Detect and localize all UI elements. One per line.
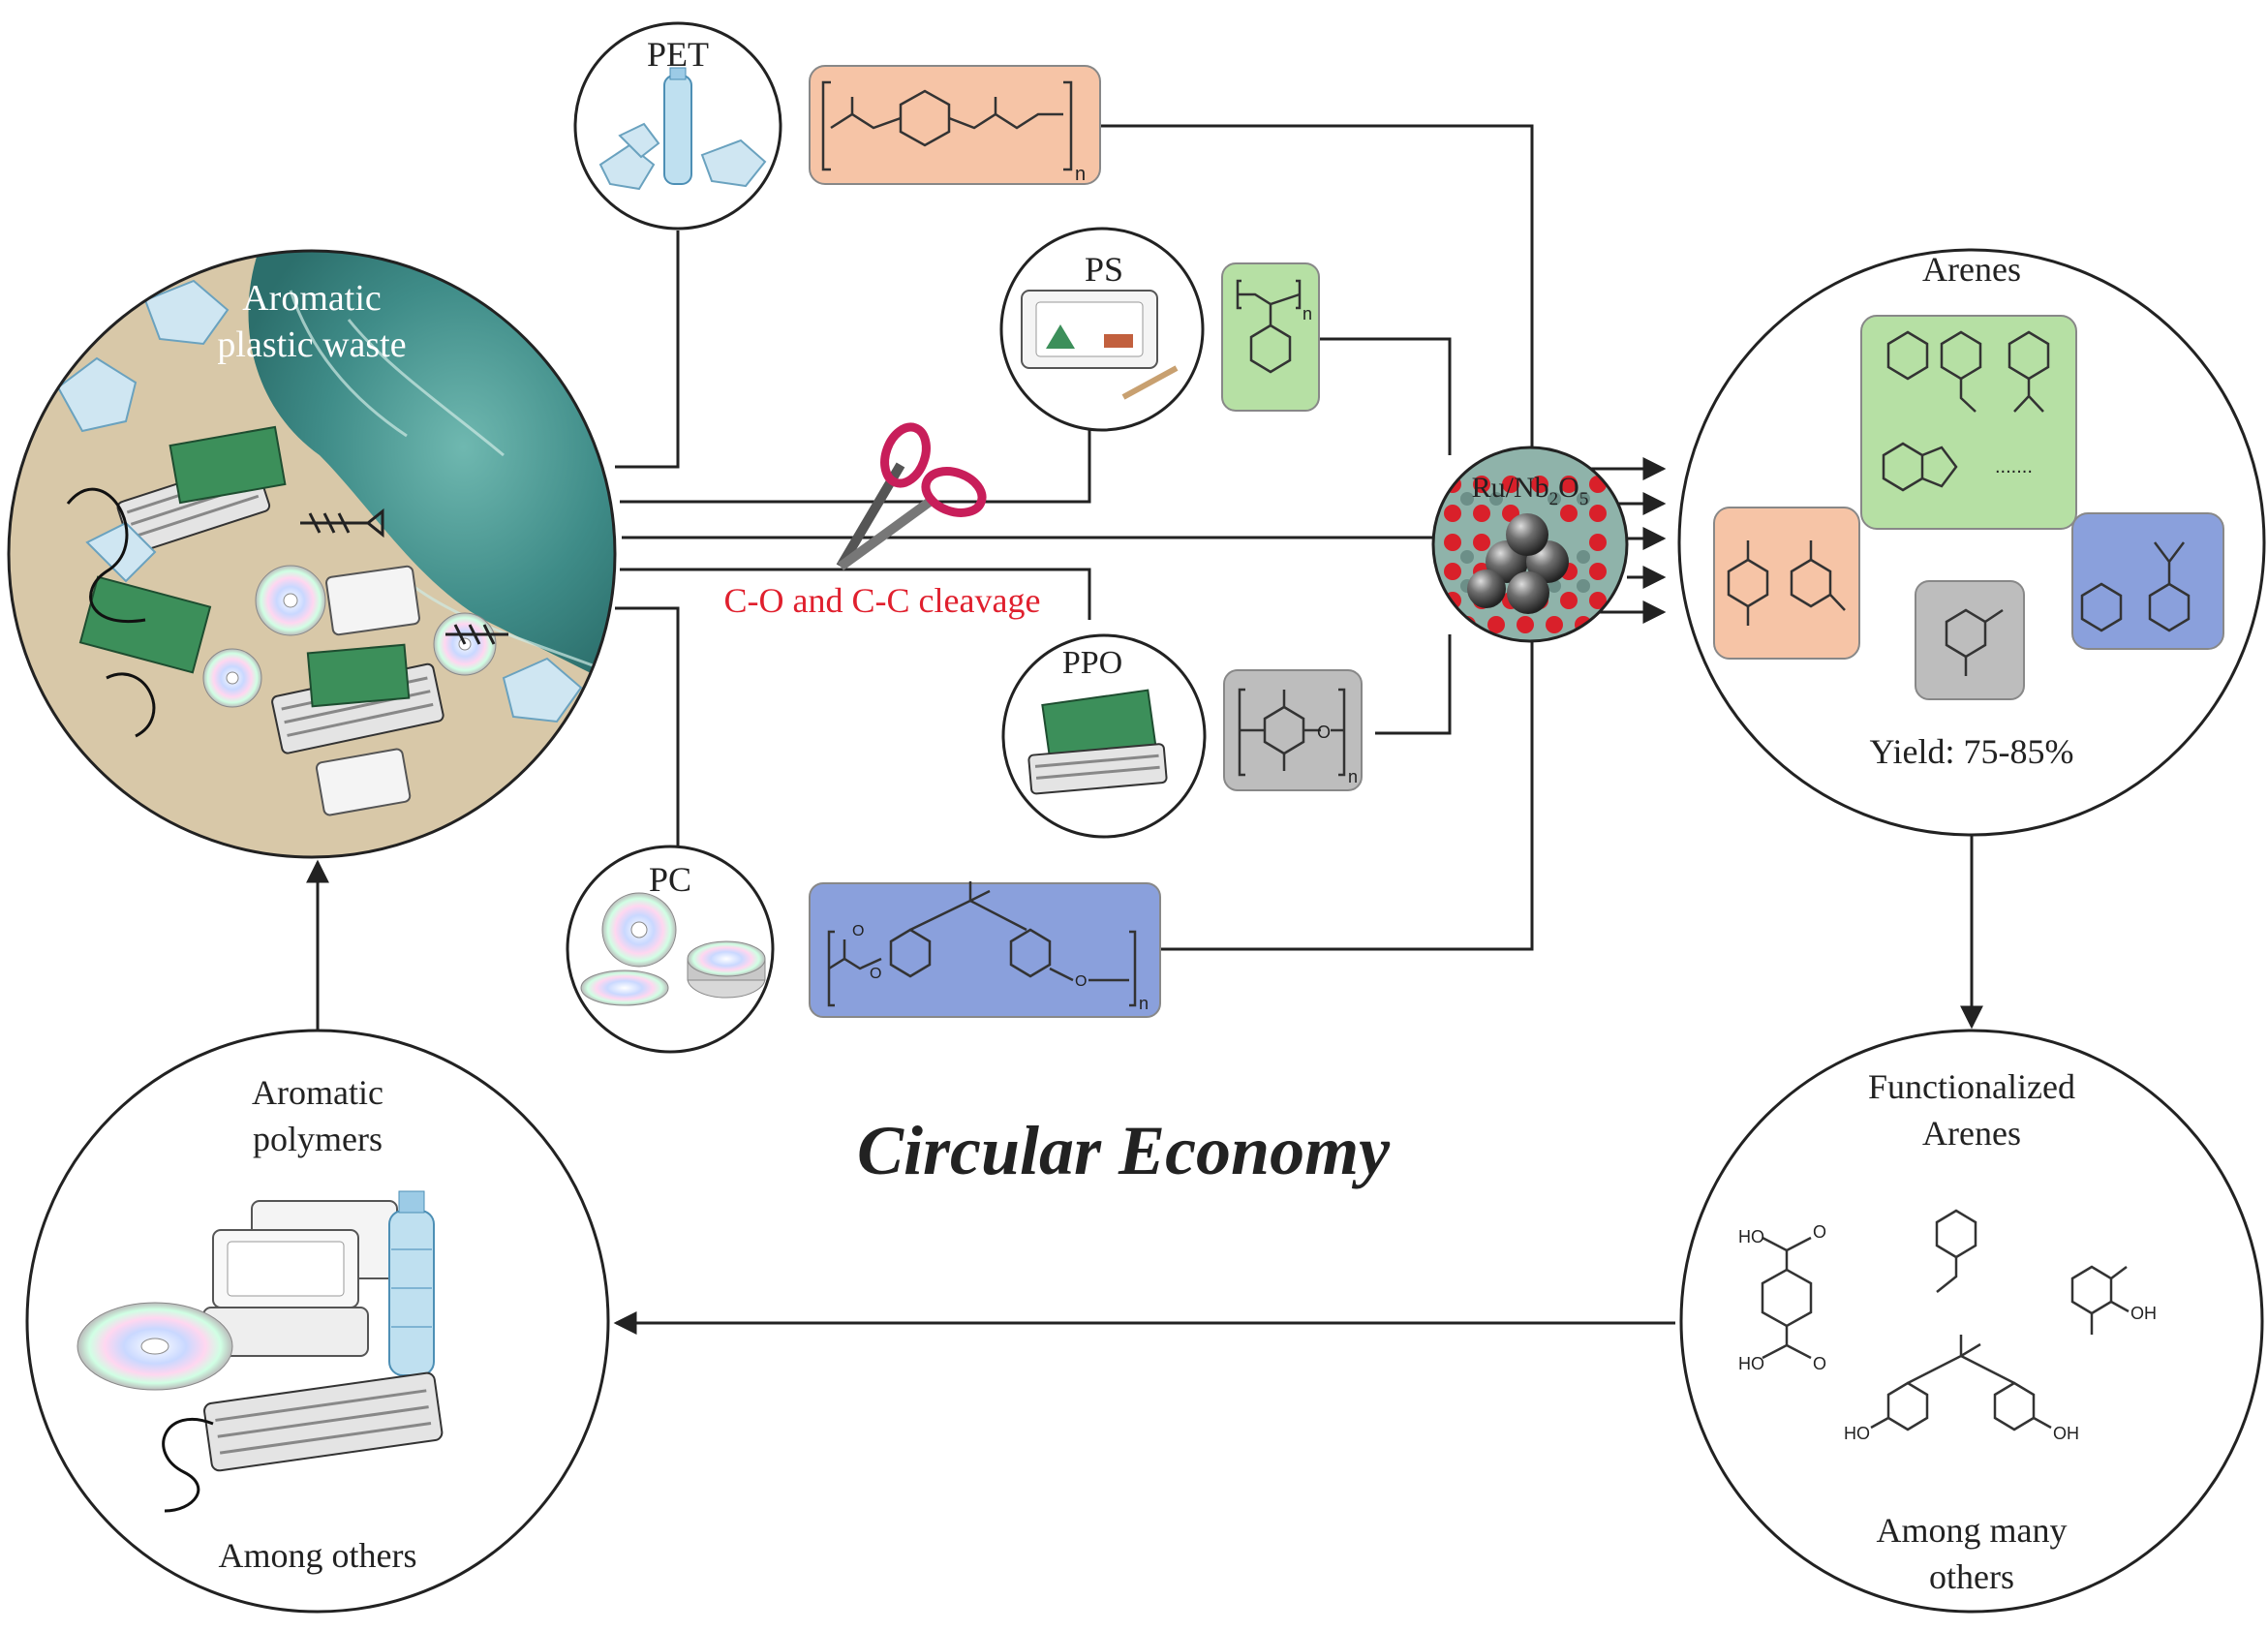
- pet-to-catalyst-line: [1099, 124, 1534, 447]
- food-container-icon: [202, 1200, 398, 1357]
- cable-icon: [162, 1417, 214, 1513]
- food-container-icon: [315, 748, 412, 816]
- cd-icon: [580, 969, 669, 1006]
- pet-label: PET: [647, 35, 709, 74]
- catalyst-lattice: [1444, 476, 1607, 633]
- catalyst-node: Ru/Nb2O5: [1431, 446, 1629, 643]
- catalyst-label: Ru/Nb2O5: [1472, 472, 1589, 509]
- functionalized-title-line2: Arenes: [1922, 1114, 2021, 1153]
- ps-structure-box: n: [1221, 262, 1320, 412]
- tpa-o-bottom: O: [1813, 1354, 1826, 1373]
- arenes-orange-box: [1713, 507, 1860, 660]
- waste-label-line1: Aromatic: [242, 278, 382, 319]
- ppo-repeat-n: n: [1348, 767, 1358, 786]
- catalyst-label-ru: Ru/Nb: [1472, 472, 1549, 504]
- functionalized-arenes-node: Functionalized Arenes HO O HO O OH HO OH…: [1679, 1029, 2264, 1614]
- tpa-ho-bottom: HO: [1738, 1354, 1764, 1373]
- ppo-label: PPO: [1062, 645, 1122, 681]
- aromatic-polymers-title-line1: Aromatic: [252, 1073, 383, 1112]
- waste-label-line2: plastic waste: [217, 324, 406, 365]
- arenes-blue-box: [2071, 512, 2224, 650]
- aromatic-polymers-title-line2: polymers: [253, 1120, 383, 1158]
- fish-skeleton-icon: [445, 624, 508, 645]
- tpa-o-top: O: [1813, 1222, 1826, 1242]
- arenes-ellipsis: .......: [1995, 456, 2033, 477]
- pc-label: PC: [649, 860, 691, 899]
- arenes-green-box: [1860, 315, 2077, 530]
- pet-to-waste-line: [615, 231, 680, 469]
- ps-label: PS: [1085, 250, 1123, 289]
- catalyst-label-sub1: 2: [1549, 489, 1559, 509]
- functionalized-footer-line1: Among many: [1877, 1511, 2068, 1550]
- functionalized-footer-line2: others: [1929, 1557, 2014, 1596]
- ppo-to-catalyst-line: [1375, 634, 1452, 735]
- arenes-orange-structures: [1727, 540, 1846, 626]
- arenes-blue-structures: [2080, 541, 2191, 632]
- bpa-oh: OH: [2053, 1424, 2079, 1443]
- tpa-ho-top: HO: [1738, 1227, 1764, 1246]
- pet-node: PET: [573, 21, 782, 231]
- ps-to-catalyst-line: [1319, 337, 1452, 455]
- arenes-gray-structure: [1945, 608, 2004, 676]
- water-bottle-icon: [388, 1190, 435, 1376]
- pc-o-atom-2: O: [870, 966, 881, 982]
- fish-skeleton-icon: [300, 508, 384, 539]
- arenes-gray-box: [1915, 580, 2025, 700]
- waste-circle: Aromatic plastic waste: [7, 249, 617, 859]
- bpa-ho: HO: [1844, 1424, 1870, 1443]
- pc-o-atom-1: O: [852, 923, 864, 939]
- circuit-board-icon: [306, 643, 411, 708]
- dmp-oh: OH: [2130, 1304, 2157, 1323]
- pc-structure-box: O O O n: [809, 881, 1161, 1018]
- arenes-yield: Yield: 75-85%: [1870, 732, 2074, 771]
- ppo-from-waste-line: [620, 568, 1091, 620]
- functionalized-structures: [1761, 1209, 2130, 1431]
- ppo-node: PPO: [1001, 633, 1207, 839]
- center-title: Circular Economy: [857, 1112, 1391, 1189]
- circuit-board-icon: [169, 425, 287, 505]
- arenes-title: Arenes: [1922, 250, 2021, 289]
- food-container-icon: [1021, 290, 1158, 369]
- aromatic-polymers-footer: Among others: [219, 1536, 417, 1575]
- keyboard-icon: [1027, 743, 1168, 795]
- pc-node: PC: [566, 845, 775, 1054]
- ps-to-waste-line: [620, 407, 1091, 504]
- circuit-board-icon: [78, 575, 212, 674]
- pet-color-box: [809, 65, 1101, 185]
- cleavage-label: C-O and C-C cleavage: [724, 581, 1041, 620]
- keyboard-icon: [203, 1371, 444, 1472]
- ps-repeat-n: n: [1303, 304, 1312, 323]
- pc-repeat-n: n: [1139, 994, 1149, 1013]
- ppo-structure-box: O n: [1223, 669, 1363, 791]
- functionalized-title-line1: Functionalized: [1868, 1067, 2075, 1106]
- connector-lines: [306, 124, 1983, 1335]
- ps-node: PS: [999, 227, 1205, 432]
- ps-color-box: [1221, 262, 1320, 412]
- catalyst-label-o: O: [1558, 472, 1579, 504]
- pet-repeat-n: n: [1075, 164, 1086, 185]
- pet-structure-box: n: [809, 65, 1101, 185]
- pc-color-box: [809, 882, 1161, 1018]
- pc-o-atom-3: O: [1075, 973, 1087, 990]
- ppo-o-atom: O: [1317, 723, 1331, 742]
- water-bottle-icon: [663, 67, 692, 185]
- catalyst-label-sub2: 5: [1579, 489, 1589, 509]
- arenes-green-structures: [1882, 330, 2050, 492]
- pc-to-waste-line: [615, 606, 680, 852]
- arenes-node: Arenes .......: [1677, 248, 2266, 837]
- food-container-icon: [325, 565, 420, 636]
- scissors-icon: [836, 422, 987, 571]
- pc-to-catalyst-line: [1157, 641, 1534, 951]
- aromatic-polymers-node: Aromatic polymers Among others: [25, 1029, 610, 1614]
- ppo-color-box: [1223, 669, 1363, 791]
